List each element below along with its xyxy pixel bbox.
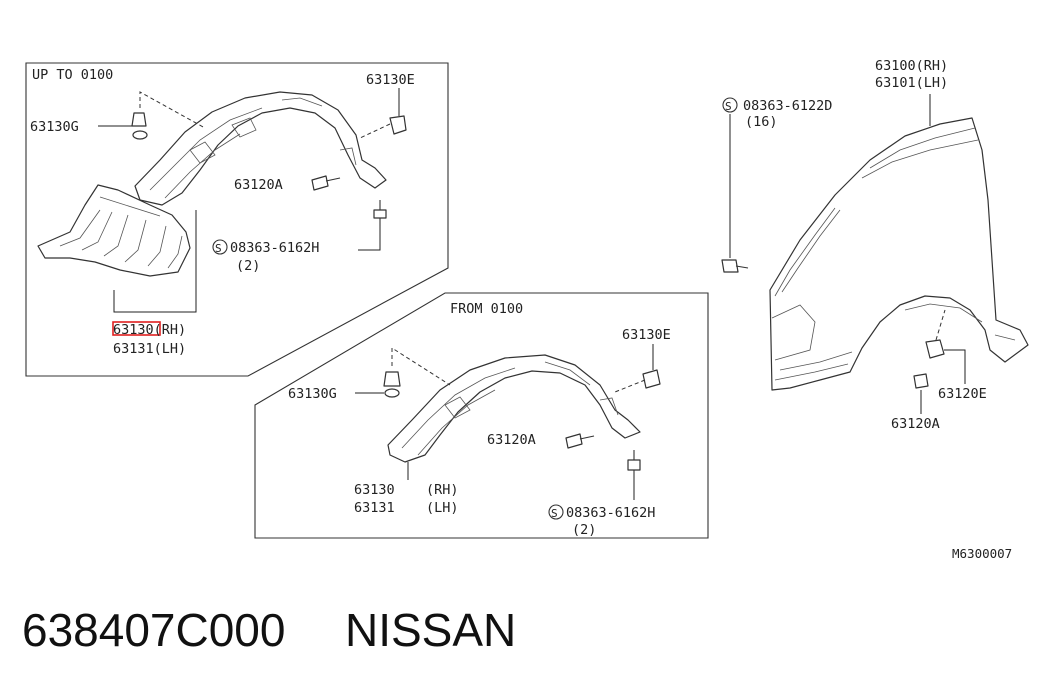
label-63130g: 63130G (30, 119, 79, 135)
fender-liner-upper (134, 91, 387, 206)
label-63120a-fender: 63120A (891, 416, 940, 432)
label-fender-bolt-qty: (16) (745, 114, 778, 130)
label-63130e: 63130E (366, 72, 415, 88)
front-fender (769, 117, 1029, 391)
label-63120a: 63120A (234, 177, 283, 193)
screw-lower-icon (627, 450, 641, 478)
s-symbol-lower-icon (548, 504, 564, 520)
panel-title-from: FROM 0100 (450, 301, 523, 317)
label-screw-08363-6162h: 08363-6162H (230, 240, 319, 256)
s-symbol-icon (212, 239, 228, 255)
caption-part-number: 638407C000 (22, 604, 285, 656)
bolt-63120a-icon (311, 175, 341, 191)
label-inner-num-rh: 63130 (354, 482, 395, 498)
clip-63130g-lower-icon (383, 371, 401, 398)
highlight-box (112, 321, 161, 336)
label-inner-rh: 63130(RH) (113, 322, 186, 338)
bolt-08363-6122d-icon (721, 259, 749, 273)
screw-08363-6162h-icon (373, 200, 387, 226)
label-63130e-lower: 63130E (622, 327, 671, 343)
panel-up-to-0100: UP TO 0100 63130G (25, 62, 449, 377)
label-63130g-lower: 63130G (288, 386, 337, 402)
label-lh: (LH) (426, 500, 459, 516)
s-symbol-fender-icon (722, 97, 738, 113)
clip-63120e-icon (925, 339, 945, 359)
label-63120e: 63120E (938, 386, 987, 402)
caption-brand: NISSAN (345, 604, 516, 656)
panel-from-0100: FROM 0100 63130G 63130E 63120A (254, 292, 709, 539)
label-inner-num-lh: 63131 (354, 500, 395, 516)
bolt-63120a-fender-icon (913, 373, 929, 389)
label-fender-bolt: 08363-6122D (743, 98, 832, 114)
label-63120a-lower: 63120A (487, 432, 536, 448)
label-screw-lower-qty: (2) (572, 522, 596, 538)
label-fender-lh: 63101(LH) (875, 75, 948, 91)
svg-text:S: S (215, 242, 222, 255)
panel-title-up-to: UP TO 0100 (32, 67, 113, 83)
clip-63130g-icon (131, 112, 148, 140)
diagram-code: M6300007 (952, 546, 1012, 561)
clip-63130e-icon (389, 115, 407, 135)
label-inner-lh: 63131(LH) (113, 341, 186, 357)
label-fender-rh: 63100(RH) (875, 58, 948, 74)
label-screw-lower: 08363-6162H (566, 505, 655, 521)
svg-text:S: S (725, 100, 732, 113)
label-rh: (RH) (426, 482, 459, 498)
bolt-63120a-lower-icon (565, 433, 595, 449)
svg-text:S: S (551, 507, 558, 520)
splash-shield (37, 184, 191, 277)
label-screw-qty: (2) (236, 258, 260, 274)
fender-liner-lower (387, 354, 641, 463)
clip-63130e-lower-icon (642, 369, 661, 389)
